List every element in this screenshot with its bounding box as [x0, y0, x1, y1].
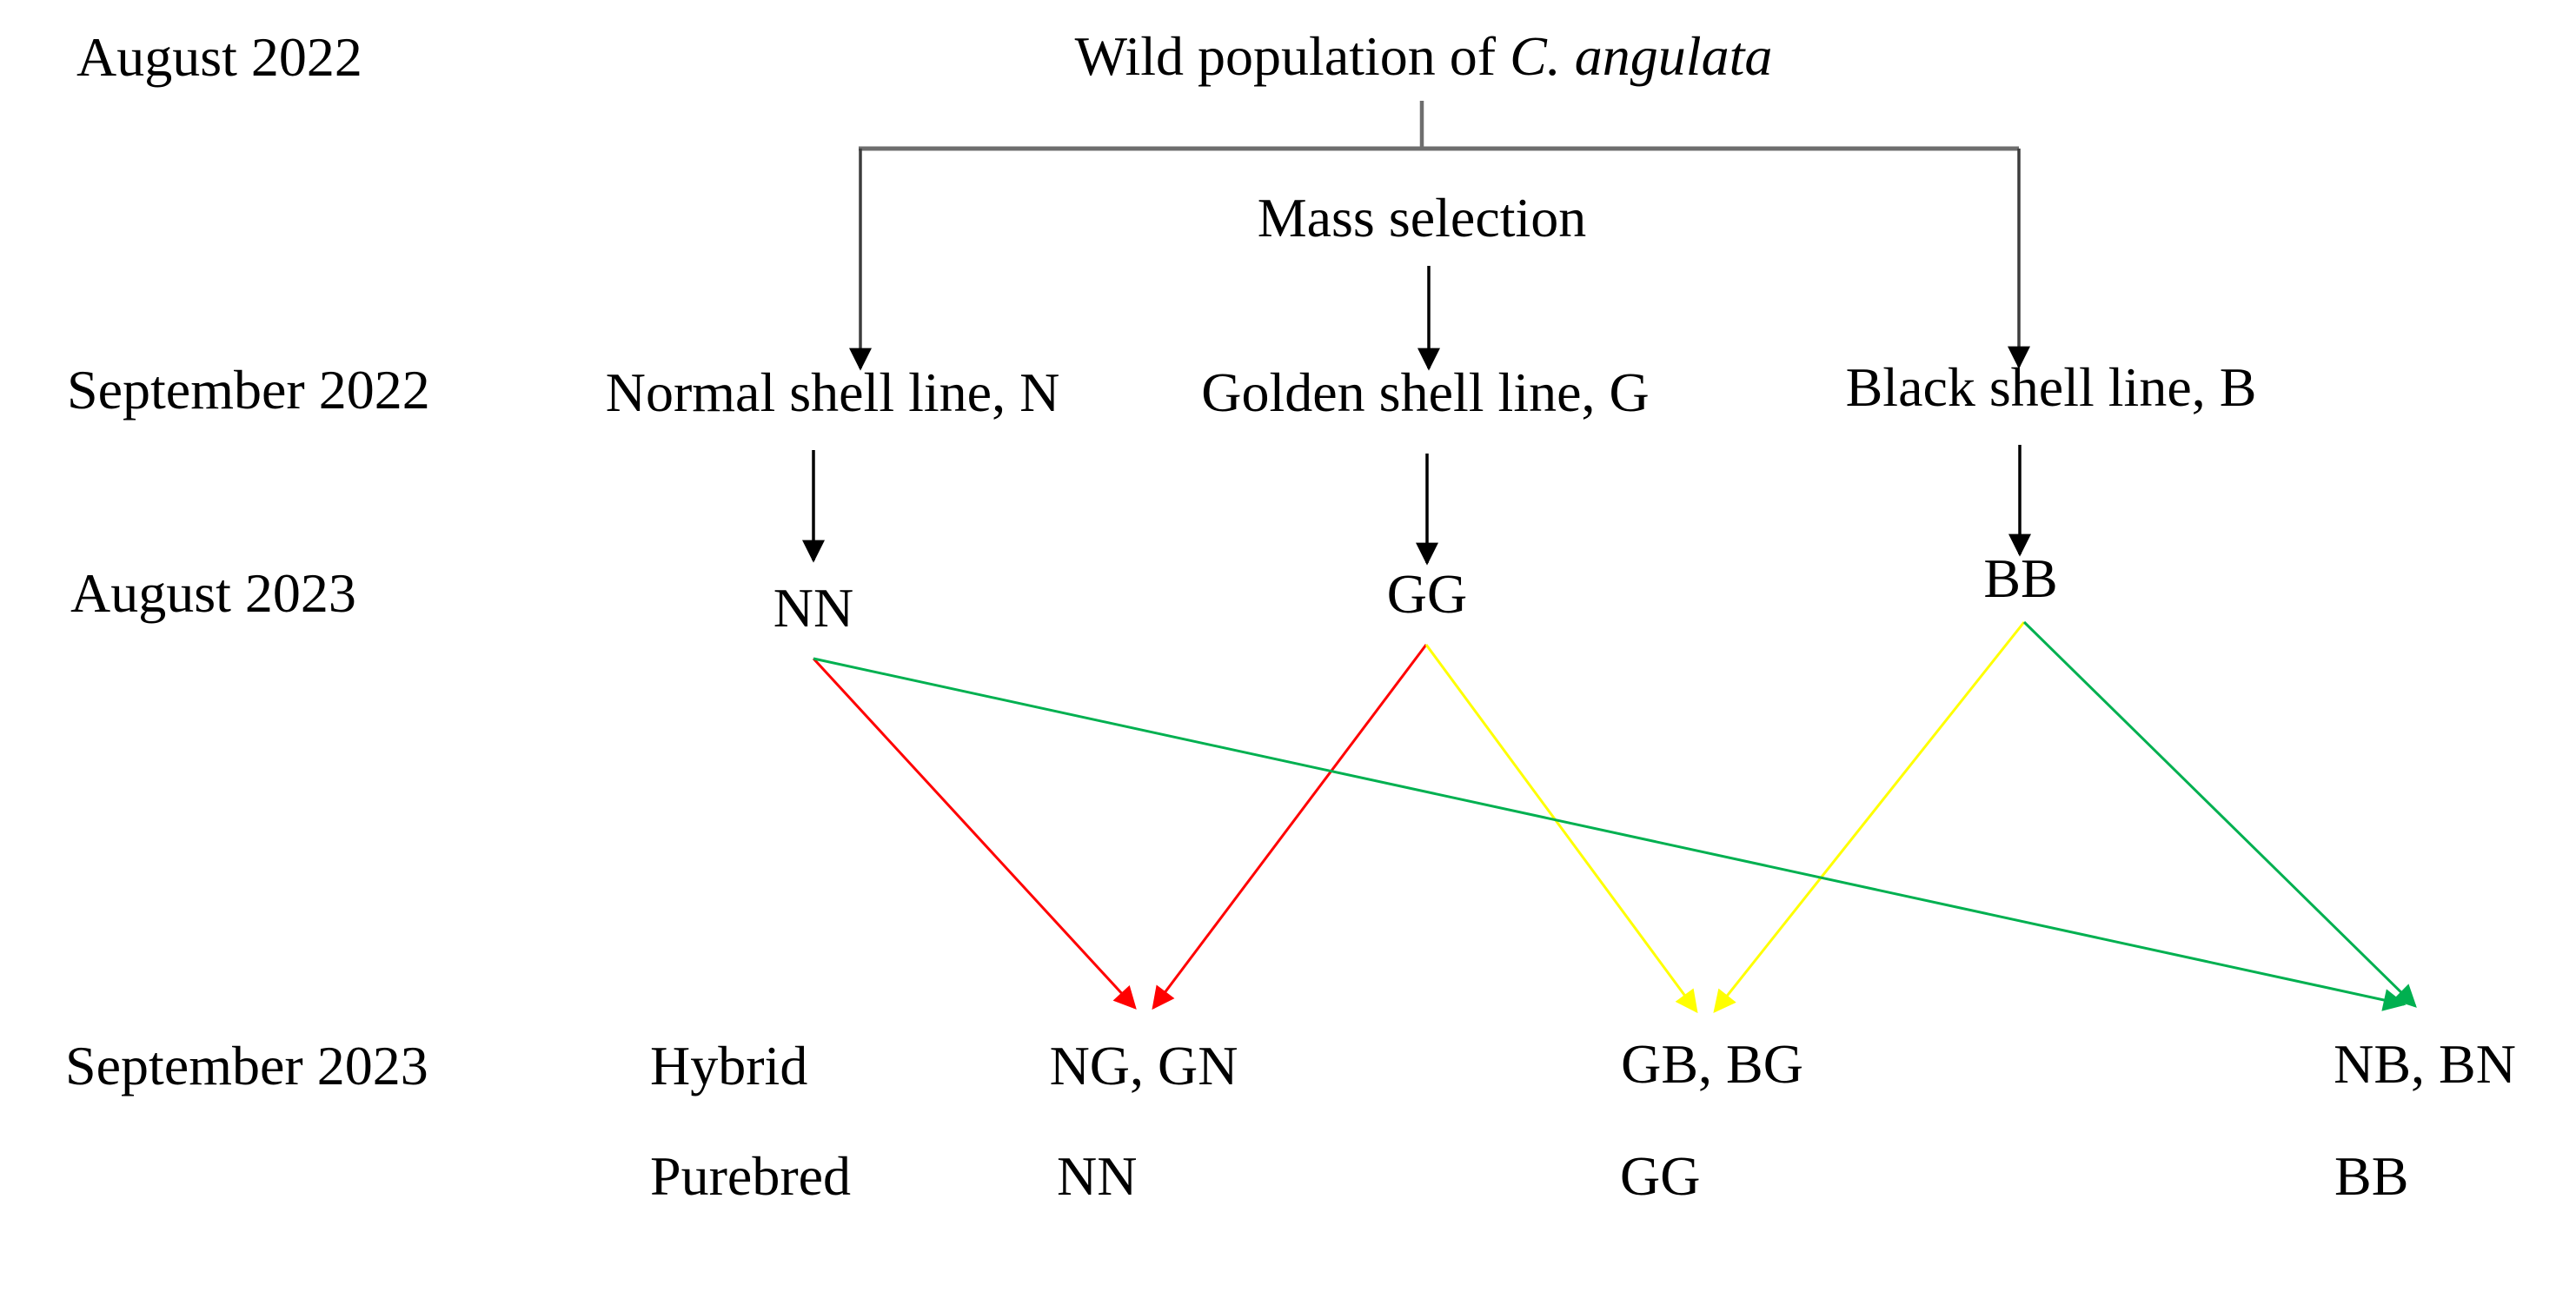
genotype-bb-label: BB [1983, 547, 2058, 609]
cross-gg-to-nggn-arrow [1152, 644, 1428, 1010]
timeline-september-2023: September 2023 [65, 1035, 428, 1096]
wild-population-title: Wild population of C. angulata [1075, 29, 1773, 84]
cross-bb-to-gbbg-arrow [1713, 621, 2026, 1014]
golden-shell-line-label: Golden shell line, G [1201, 361, 1650, 423]
genotype-nn-label: NN [773, 577, 854, 639]
purebred-bb-label: BB [2334, 1145, 2409, 1207]
timeline-august-2023: August 2023 [70, 562, 356, 624]
black-shell-line-label: Black shell line, B [1845, 356, 2257, 418]
mass-selection-label: Mass selection [1257, 187, 1587, 248]
cross-nn-to-nggn-arrow [812, 657, 1137, 1010]
purebred-row-label: Purebred [650, 1145, 852, 1207]
cross-gg-to-gbbg-arrow [1424, 644, 1698, 1014]
hybrid-nggn-label: NG, GN [1049, 1035, 1238, 1096]
purebred-gg-label: GG [1620, 1145, 1701, 1207]
wild-population-title-prefix: Wild population of [1074, 25, 1510, 87]
hybrid-nbbn-label: NB, BN [2334, 1033, 2516, 1095]
normal-shell-line-label: Normal shell line, N [605, 361, 1060, 423]
hybrid-row-label: Hybrid [650, 1035, 808, 1096]
genotype-gg-label: GG [1386, 563, 1468, 625]
species-name: C. angulata [1510, 25, 1773, 87]
timeline-september-2022: September 2022 [67, 359, 430, 421]
cross-nn-to-nbbn-arrow [813, 657, 2407, 1011]
cross-bb-to-nbbn-arrow [2022, 620, 2417, 1008]
timeline-august-2022: August 2022 [76, 26, 362, 88]
purebred-nn-label: NN [1057, 1145, 1138, 1207]
hybrid-gbbg-label: GB, BG [1621, 1033, 1803, 1095]
